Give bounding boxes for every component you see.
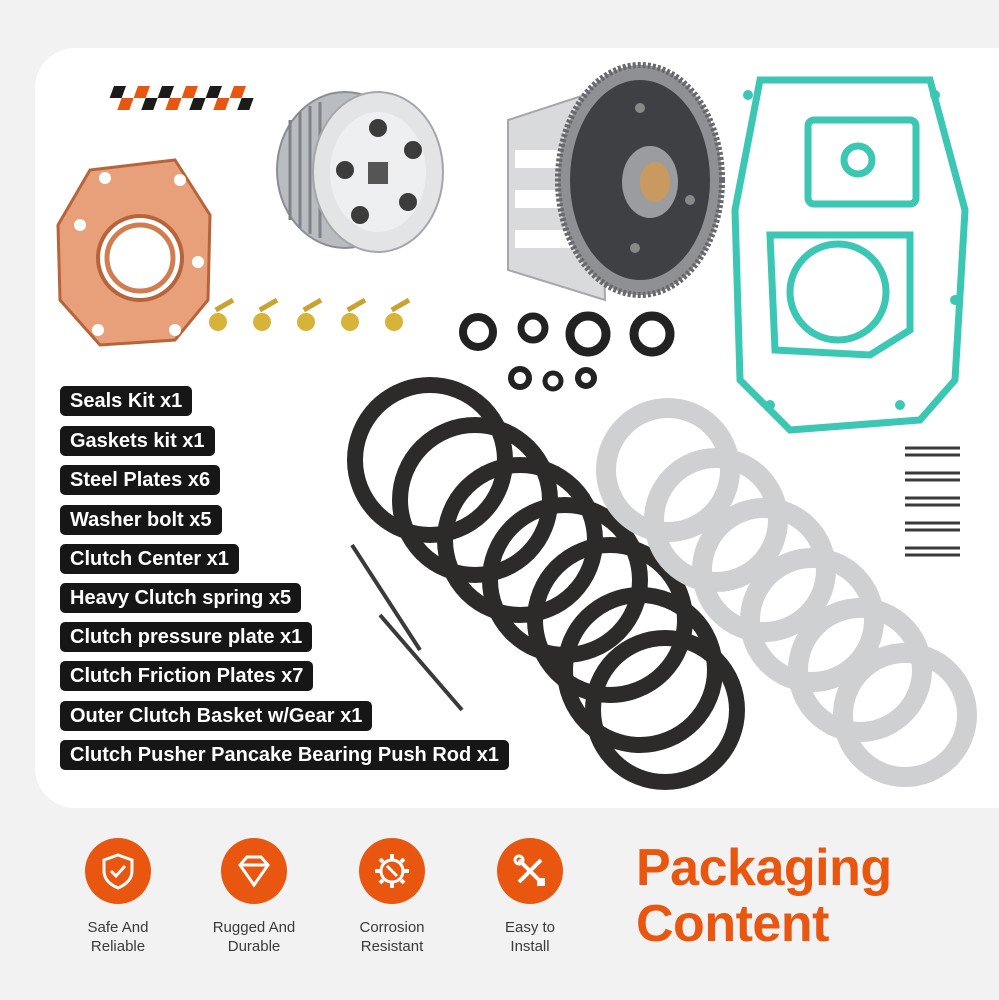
item-label: Outer Clutch Basket w/Gear x1 bbox=[60, 701, 373, 731]
item-label: Steel Plates x6 bbox=[60, 465, 221, 495]
item-label: Washer bolt x5 bbox=[60, 505, 222, 535]
washer-bolts-image bbox=[209, 297, 411, 331]
item-label: Clutch Pusher Pancake Bearing Push Rod x… bbox=[60, 740, 510, 770]
push-rods-image bbox=[350, 543, 464, 712]
checkered-flag-icon bbox=[109, 86, 254, 110]
item-label: Seals Kit x1 bbox=[60, 386, 193, 416]
item-label: Gaskets kit x1 bbox=[60, 426, 215, 456]
clutch-basket-image bbox=[507, 62, 725, 302]
item-label: Clutch Center x1 bbox=[60, 544, 239, 574]
page-title: Packaging Content bbox=[636, 839, 892, 953]
springs-image bbox=[905, 446, 960, 557]
seals-image bbox=[459, 311, 675, 392]
steel-plates-image bbox=[596, 398, 977, 787]
item-label: Heavy Clutch spring x5 bbox=[60, 583, 302, 613]
head-gasket-image bbox=[56, 158, 212, 347]
tools-icon bbox=[497, 838, 563, 904]
friction-plates-image bbox=[347, 377, 745, 790]
item-label: Clutch pressure plate x1 bbox=[60, 622, 313, 652]
diamond-icon bbox=[221, 838, 287, 904]
clutch-center-image bbox=[276, 91, 444, 253]
shield-check-icon bbox=[85, 838, 151, 904]
gasket-kit-image bbox=[731, 76, 969, 434]
gear-wrench-icon bbox=[359, 838, 425, 904]
item-label: Clutch Friction Plates x7 bbox=[60, 661, 314, 691]
